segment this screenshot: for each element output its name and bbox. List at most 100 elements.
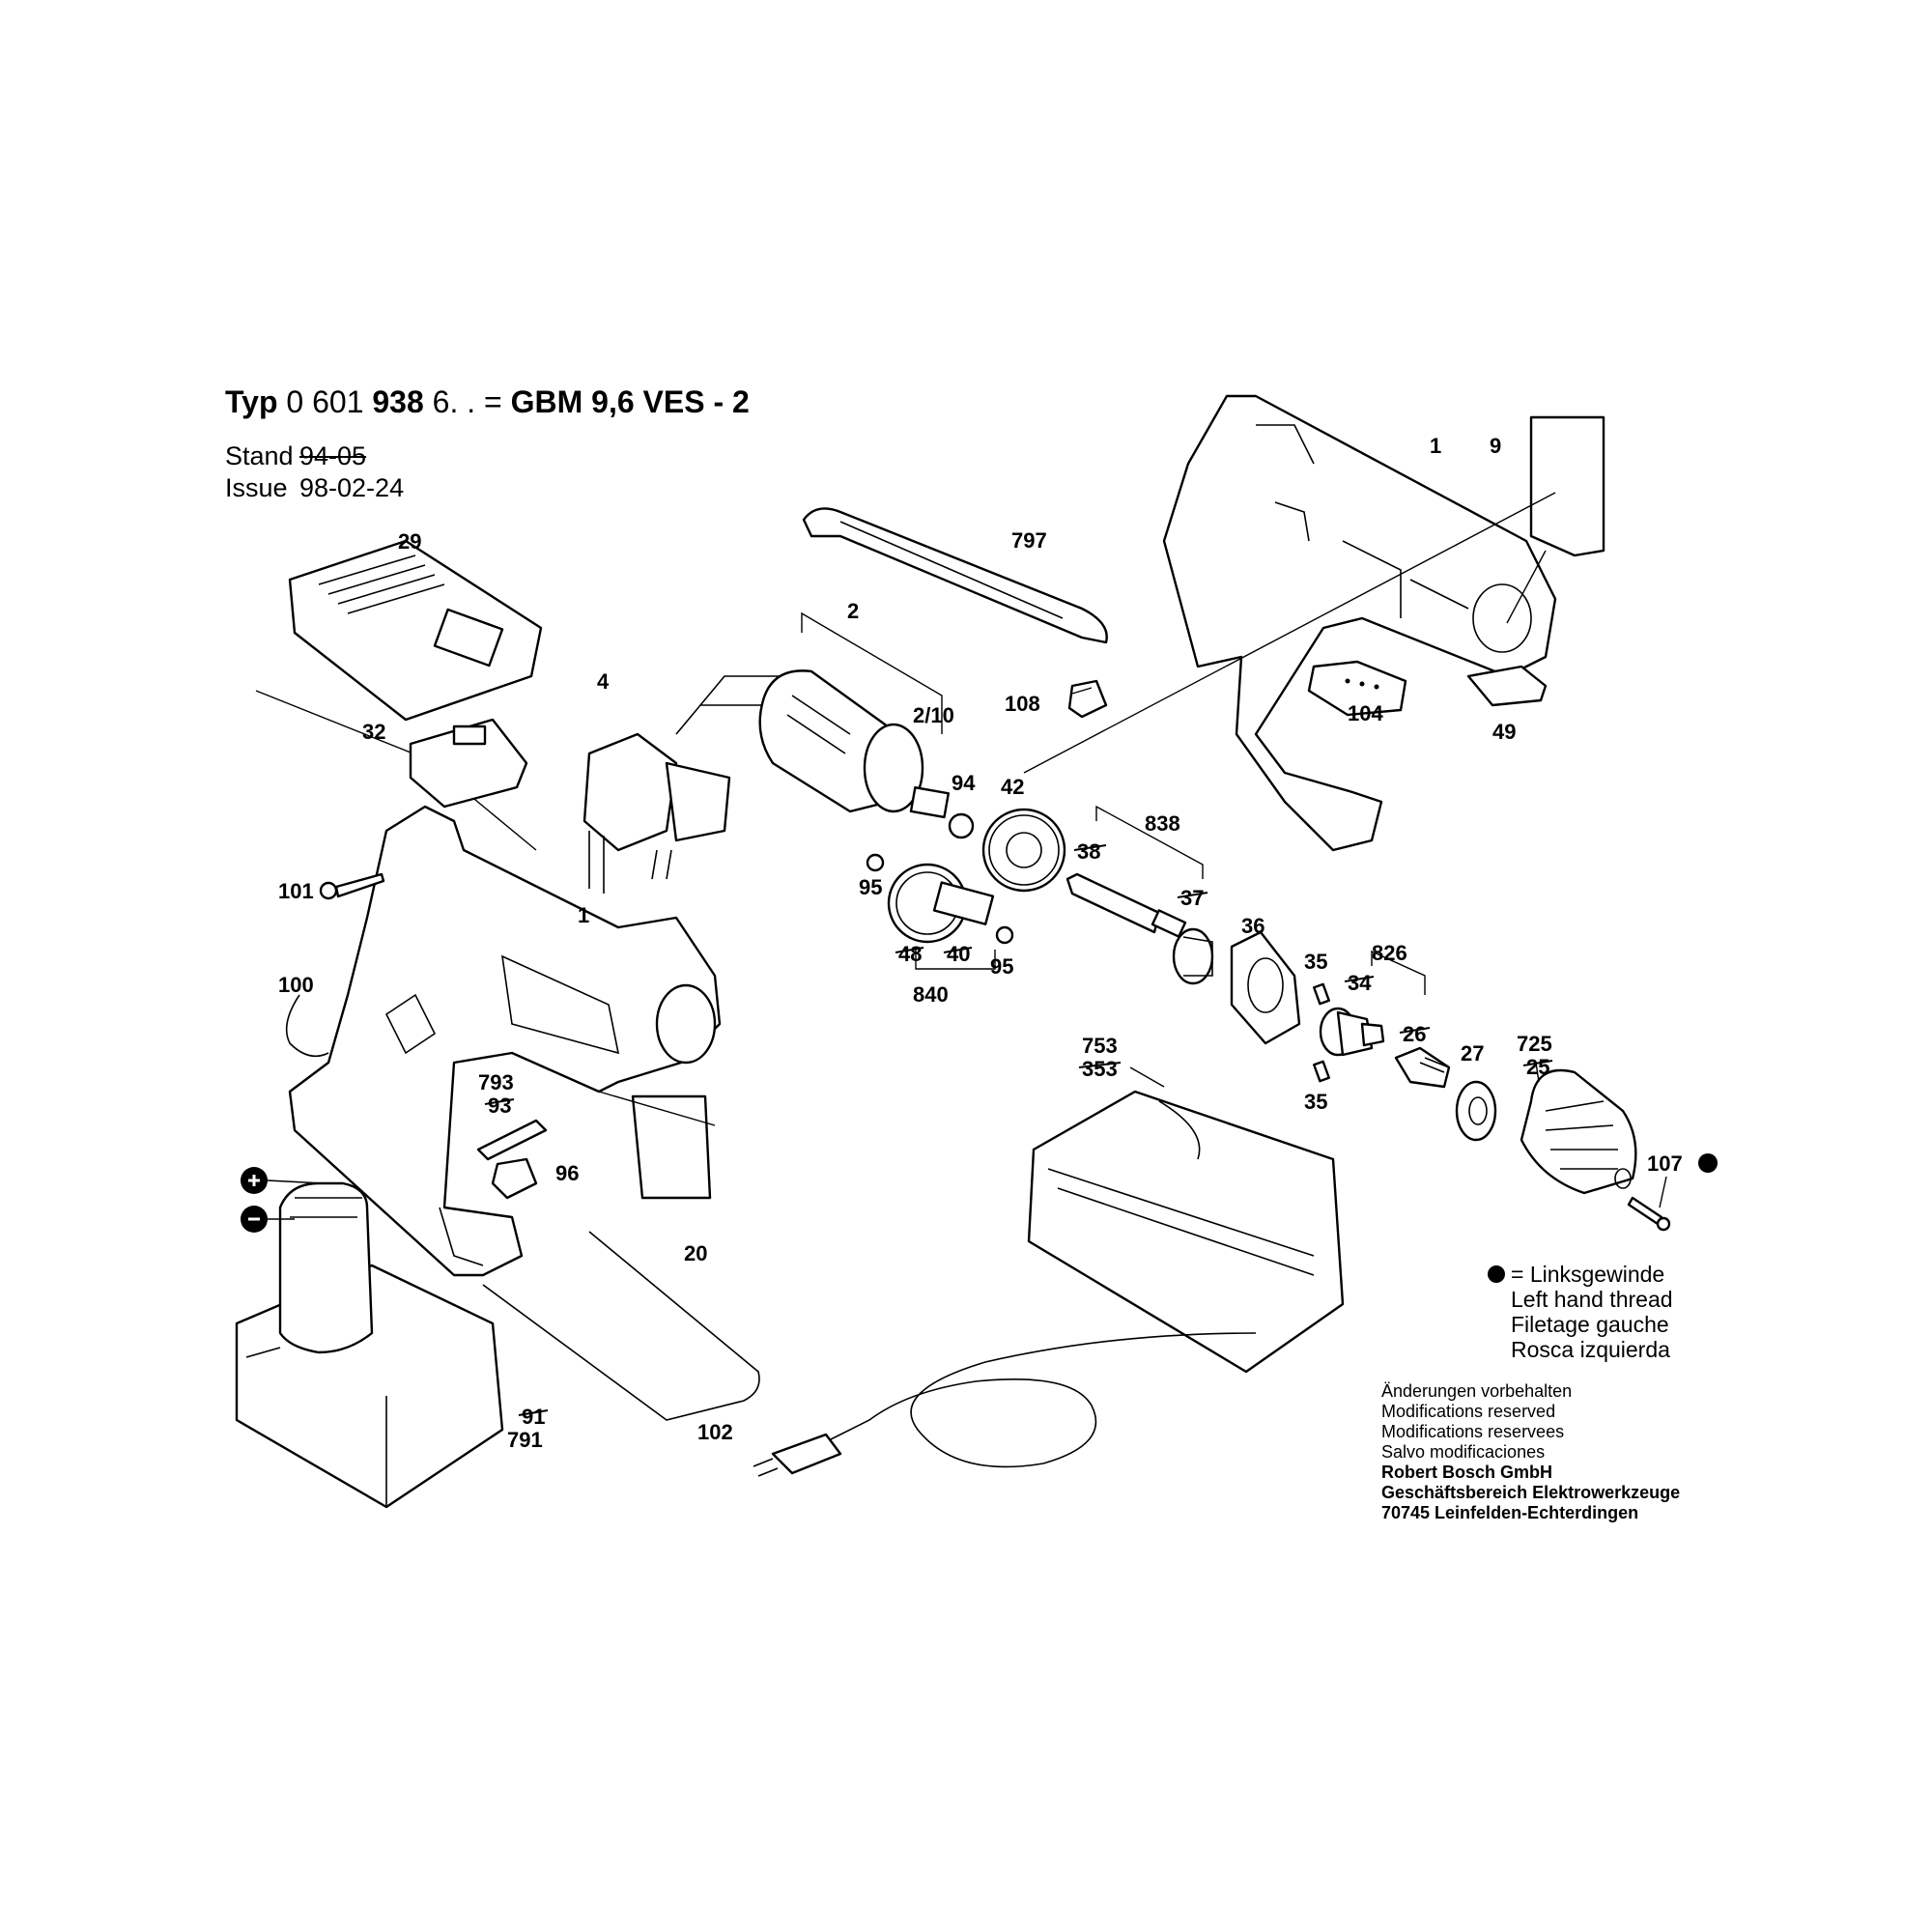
belt-clip-797: [802, 507, 1108, 644]
label-37: 37: [1180, 886, 1204, 910]
pin-35-top: [1313, 982, 1330, 1006]
label-753: 753: [1082, 1034, 1118, 1058]
footer-notes: Änderungen vorbehalten Modifications res…: [1381, 1381, 1680, 1523]
contact-plate-104: [1307, 660, 1407, 717]
charger-cord: [753, 1332, 1257, 1477]
bracket-838: [1095, 805, 1204, 879]
label-2-10: 2/10: [913, 703, 954, 727]
legend-es: Rosca izquierda: [1511, 1337, 1670, 1362]
label-838: 838: [1145, 811, 1180, 836]
footer-line-en: Modifications reserved: [1381, 1402, 1556, 1421]
leader-9: [1506, 550, 1547, 624]
label-4: 4: [597, 669, 610, 694]
footer-company: Robert Bosch GmbH: [1381, 1463, 1553, 1482]
leader-108: [1071, 687, 1093, 695]
leader-35-34: [1129, 1066, 1165, 1088]
typ-number-a: 0 601: [286, 384, 364, 419]
label-107: 107: [1647, 1151, 1683, 1176]
label-26: 26: [1403, 1022, 1426, 1046]
typ-number-b: 938: [372, 384, 424, 419]
stand-label: Stand: [225, 441, 294, 470]
label-725: 725: [1517, 1032, 1552, 1056]
label-101: 101: [278, 879, 314, 903]
legend-en: Left hand thread: [1511, 1287, 1673, 1312]
battery-pack-791: [235, 1181, 504, 1509]
label-840: 840: [913, 982, 949, 1007]
stand-value: 94-05: [299, 441, 367, 470]
footer-line-de: Änderungen vorbehalten: [1381, 1381, 1573, 1401]
charger-753: [1027, 1090, 1345, 1374]
battery-cover-29: [288, 539, 543, 722]
plate-36: [1230, 930, 1301, 1045]
label-35-bottom: 35: [1304, 1090, 1327, 1114]
thread-legend: = Linksgewinde Left hand thread Filetage…: [1488, 1262, 1673, 1362]
label-48: 48: [898, 942, 922, 966]
part-labels: 29 32 4 2 2/10 94 42 797 108 1 9 104 49 …: [278, 434, 1718, 1452]
footer-line-fr: Modifications reservees: [1381, 1422, 1565, 1441]
footer-line-es: Salvo modificaciones: [1381, 1442, 1546, 1462]
label-95-top: 95: [859, 875, 882, 899]
wire-102: [482, 1231, 760, 1421]
spring-100: [285, 994, 329, 1058]
gear-42: [981, 808, 1066, 893]
label-1-right: 1: [1430, 434, 1441, 458]
footer-division: Geschäftsbereich Elektrowerkzeuge: [1381, 1483, 1681, 1502]
label-102: 102: [697, 1420, 733, 1444]
issue-label: Issue: [225, 473, 288, 502]
switch-module-4: [582, 675, 792, 894]
label-353: 353: [1082, 1057, 1118, 1081]
label-793: 793: [478, 1070, 514, 1094]
bracket-840: [915, 950, 996, 970]
nut-108: [1067, 679, 1108, 719]
assembly-line: [1023, 492, 1556, 774]
bearing-27: [1455, 1080, 1497, 1142]
label-20: 20: [684, 1241, 707, 1265]
shaft-38: [1065, 872, 1187, 938]
label-91: 91: [522, 1405, 545, 1429]
typ-label: Typ: [225, 384, 278, 419]
motor-2: [758, 669, 951, 819]
label-95-bottom: 95: [990, 954, 1013, 979]
legend-de: = Linksgewinde: [1511, 1262, 1665, 1287]
spindle-screw-26: [1394, 1046, 1451, 1089]
pin-793: [476, 1119, 548, 1161]
label-36: 36: [1241, 914, 1264, 938]
typ-equals: =: [484, 384, 502, 419]
label-93: 93: [488, 1094, 511, 1118]
clip-49: [1466, 665, 1548, 707]
spindle-34: [1319, 1007, 1385, 1057]
screw-101: [319, 872, 385, 900]
label-27: 27: [1461, 1041, 1484, 1065]
washer-94: [948, 812, 975, 839]
pin-35-bottom: [1313, 1060, 1330, 1083]
label-29: 29: [398, 529, 421, 554]
left-thread-dot-icon: [1488, 1265, 1505, 1283]
label-38: 38: [1077, 839, 1100, 864]
washer-95-bottom: [995, 925, 1014, 945]
label-9: [1529, 415, 1605, 557]
part-96: [491, 1157, 538, 1200]
leader-20: [598, 1091, 716, 1126]
clutch-37: [1172, 927, 1214, 985]
label-49: 49: [1492, 720, 1516, 744]
bracket-2: [801, 611, 943, 734]
label-2: 2: [847, 599, 859, 623]
washer-95-top: [866, 853, 885, 872]
housing-half-right-1: [1162, 394, 1557, 852]
label-25: 25: [1526, 1055, 1549, 1079]
issue-value: 98-02-24: [299, 473, 405, 502]
typ-number-c: 6. .: [432, 384, 476, 419]
left-thread-marker-icon: [1698, 1153, 1718, 1173]
label-9: 9: [1490, 434, 1501, 458]
gear-48: [887, 863, 995, 944]
battery-latch-32: [409, 718, 528, 809]
housing-half-left-1: [288, 805, 722, 1277]
label-94: 94: [952, 771, 976, 795]
label-1-left: 1: [578, 903, 589, 927]
legend-fr: Filetage gauche: [1511, 1312, 1669, 1337]
model-name: GBM 9,6 VES - 2: [510, 384, 750, 419]
label-108: 108: [1005, 692, 1040, 716]
label-100: 100: [278, 973, 314, 997]
